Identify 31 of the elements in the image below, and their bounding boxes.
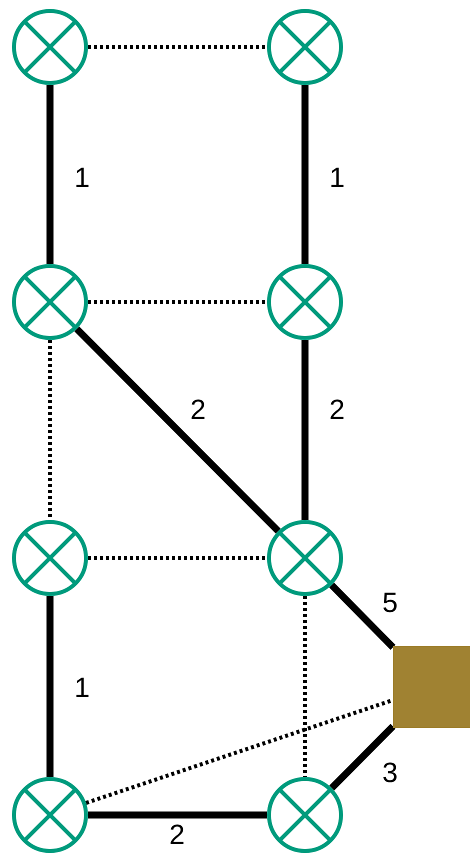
- edge-label: 1: [329, 163, 345, 193]
- connector-line: [329, 724, 396, 790]
- lamp-symbol: [12, 520, 88, 596]
- dotted-line: [303, 596, 307, 777]
- lamp-symbol: [267, 9, 343, 85]
- edge-label: 1: [74, 163, 90, 193]
- edge-label: 2: [169, 820, 185, 850]
- dotted-line: [88, 45, 267, 49]
- edge-label: 5: [382, 588, 398, 618]
- connector-line: [329, 582, 396, 650]
- connector-line: [46, 596, 54, 777]
- dotted-line: [48, 340, 52, 520]
- edge-label: 2: [190, 395, 206, 425]
- connector-line: [46, 85, 54, 264]
- edge-label: 1: [74, 673, 90, 703]
- connector-line: [74, 326, 281, 534]
- connector-line: [302, 85, 308, 264]
- connector-line: [88, 812, 267, 818]
- dotted-line: [88, 300, 267, 304]
- edge-label: 2: [329, 395, 345, 425]
- square-block: [393, 646, 470, 728]
- lamp-symbol: [12, 777, 88, 853]
- lamp-symbol: [12, 264, 88, 340]
- edge-label: 3: [382, 758, 398, 788]
- lamp-symbol: [267, 520, 343, 596]
- lamp-symbol: [267, 264, 343, 340]
- connector-line: [302, 340, 308, 520]
- dotted-line: [88, 556, 267, 560]
- lamp-symbol: [12, 9, 88, 85]
- lamp-symbol: [267, 777, 343, 853]
- dotted-line: [85, 698, 394, 805]
